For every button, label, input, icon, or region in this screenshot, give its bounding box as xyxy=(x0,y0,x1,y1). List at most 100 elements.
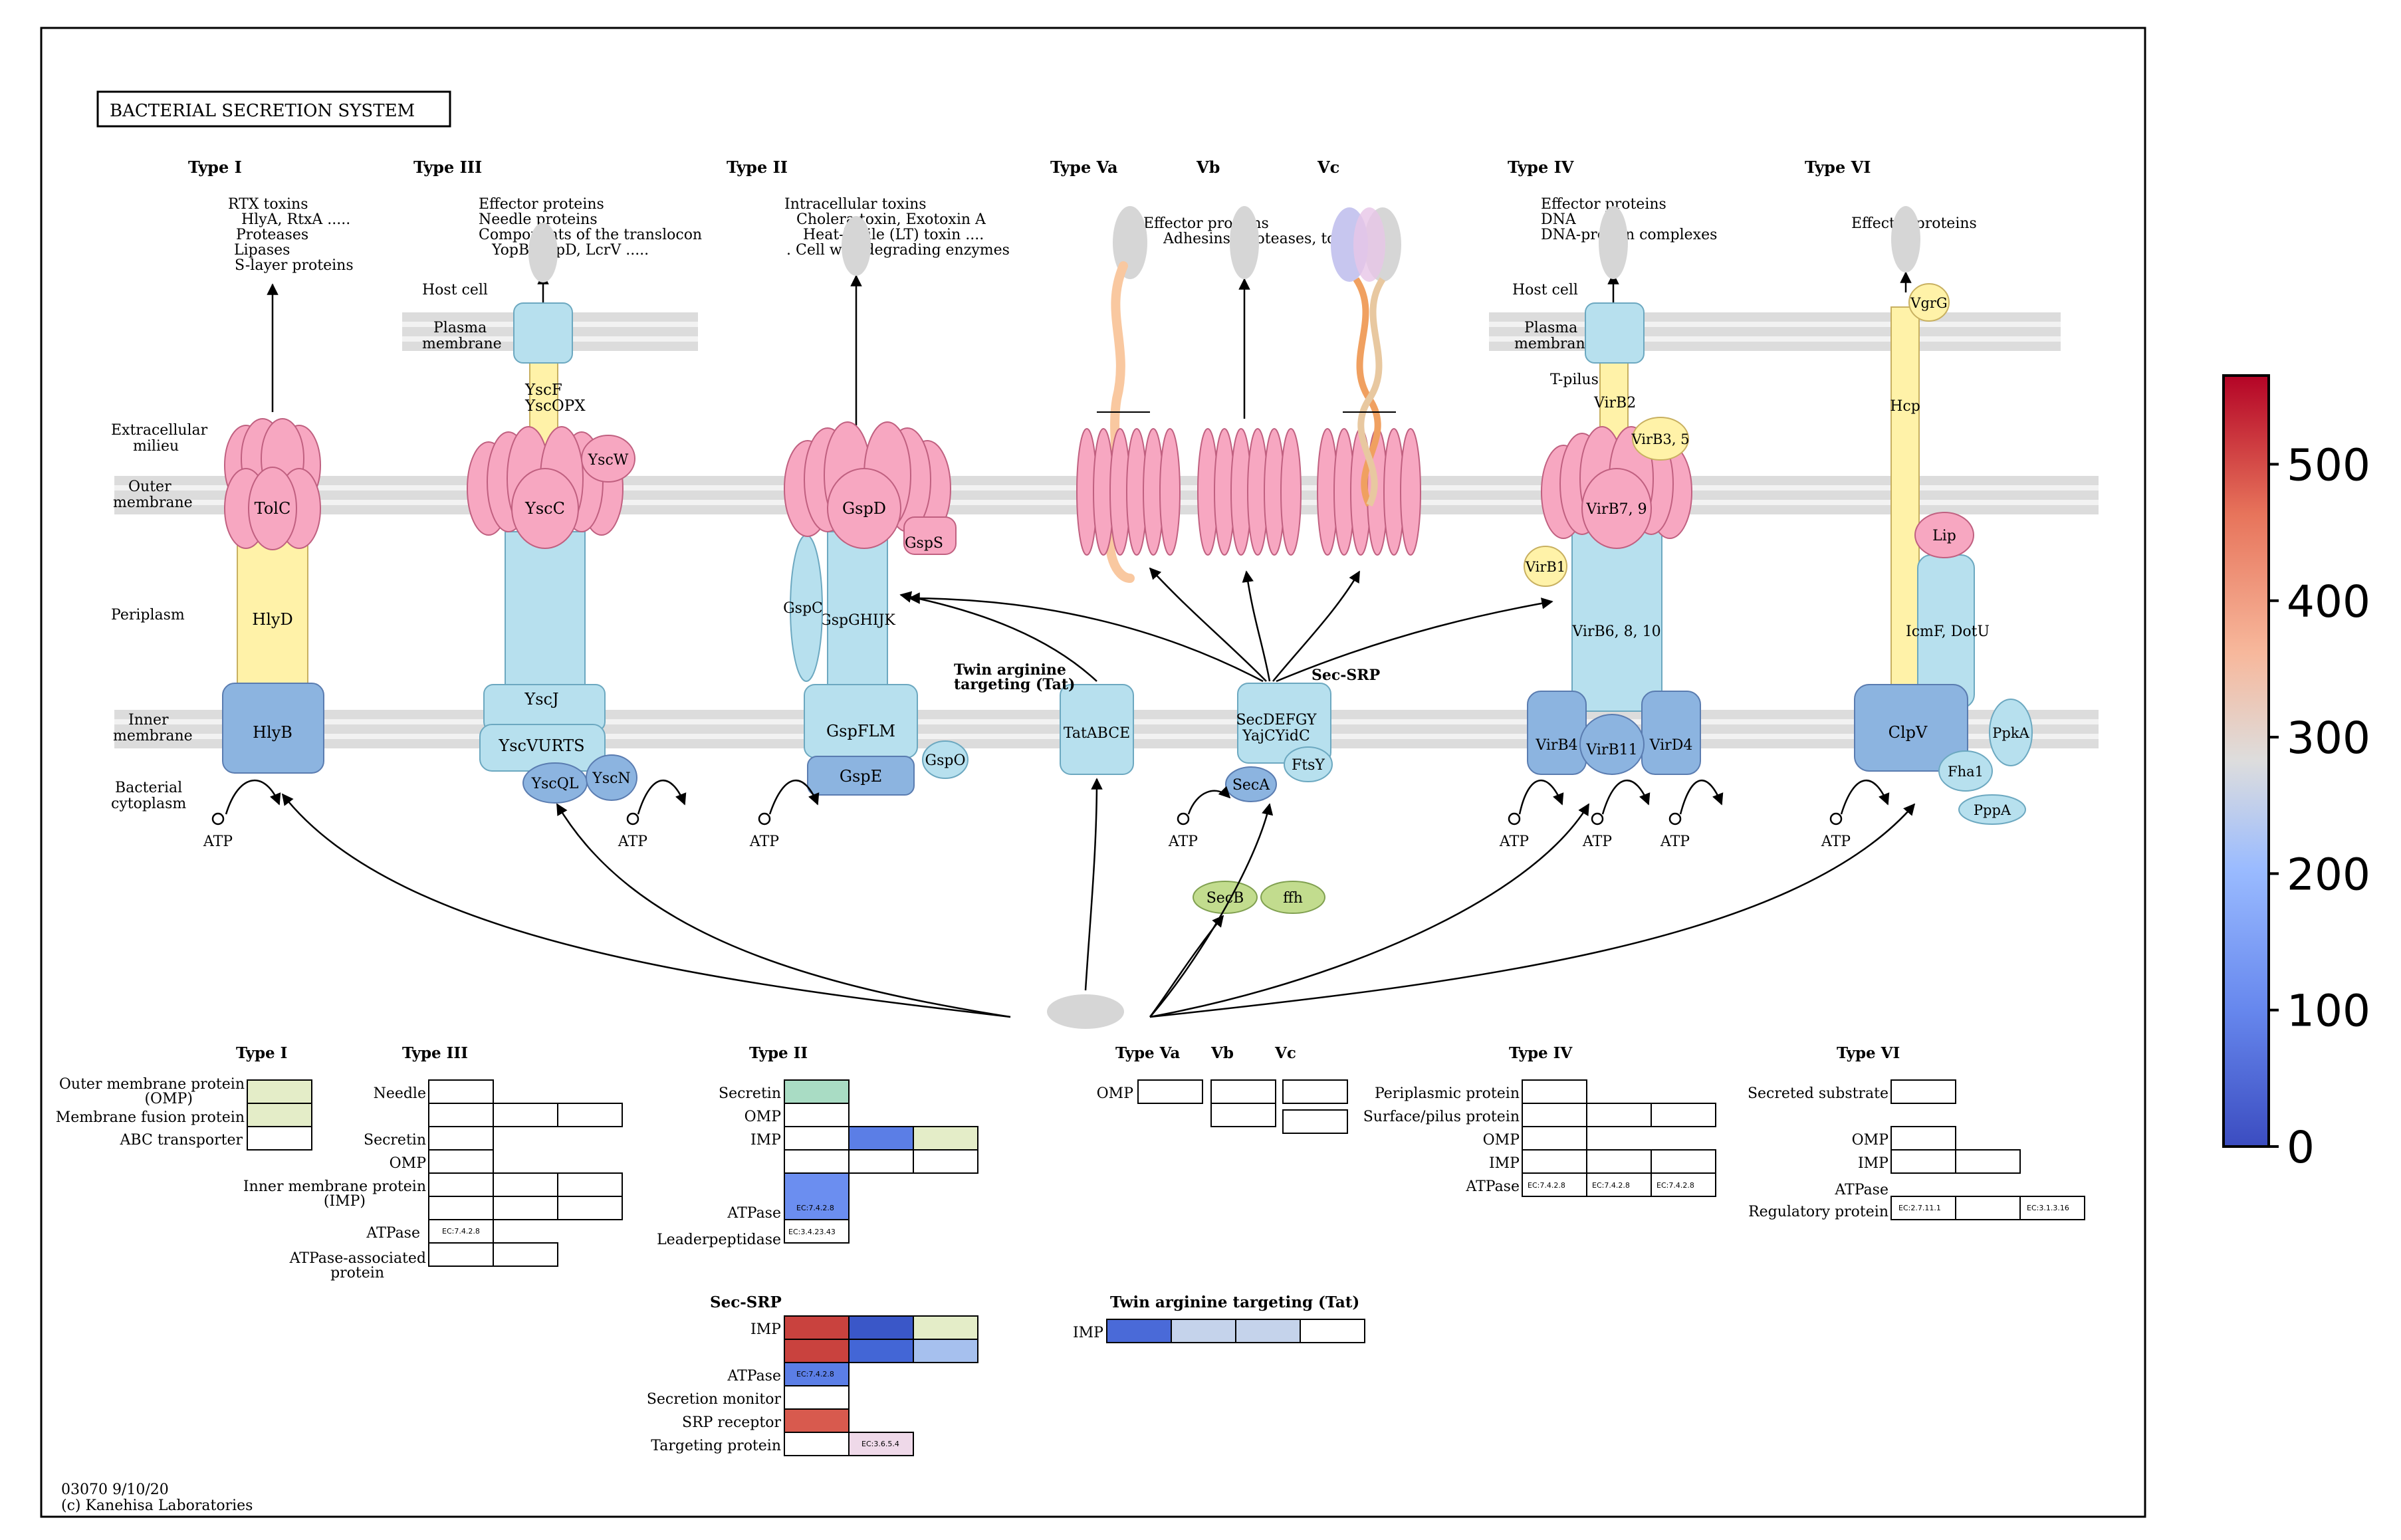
ec-number: EC:3.1.3.16 xyxy=(2027,1204,2069,1212)
routing-arrow xyxy=(1149,567,1267,682)
ec-number: EC:2.7.11.1 xyxy=(1898,1204,1941,1212)
tolc-protein[interactable] xyxy=(248,467,297,550)
protein-label: SecB xyxy=(1206,890,1244,907)
atp-arrow xyxy=(637,779,687,815)
table-heading: Sec-SRP xyxy=(710,1293,782,1311)
seca-protein[interactable] xyxy=(1225,766,1277,802)
secreted-text: Heat-labile (LT) toxin .... xyxy=(803,227,984,243)
protein-label: YscJ xyxy=(524,690,558,709)
plasma-membrane-label: membrane xyxy=(422,336,502,352)
ftsy-protein[interactable] xyxy=(1284,746,1333,782)
row-label: OMP xyxy=(1097,1085,1134,1102)
row-label: SRP receptor xyxy=(682,1414,781,1431)
atp-label: ATP xyxy=(203,833,233,850)
extracellular-label: milieu xyxy=(133,438,179,455)
tat-label: targeting (Tat) xyxy=(954,676,1075,693)
hcp-protein[interactable] xyxy=(1890,306,1920,693)
row-label: ATPase xyxy=(366,1225,420,1242)
translocon-protein[interactable] xyxy=(513,302,573,364)
protein-label: Lip xyxy=(1932,528,1956,544)
tatabce-protein[interactable] xyxy=(1060,684,1134,775)
atp-arrow xyxy=(1187,786,1231,815)
row-label: OMP xyxy=(744,1109,782,1125)
ppka-protein[interactable] xyxy=(1989,699,2033,766)
row-label: Outer membrane protein xyxy=(59,1076,245,1093)
pathway-id: 03070 9/10/20 xyxy=(61,1482,169,1498)
colorbar-tick-label: 400 xyxy=(2287,576,2370,627)
clpv-protein[interactable] xyxy=(1854,684,1968,772)
secreted-text: S-layer proteins xyxy=(235,257,354,274)
protein-label: VgrG xyxy=(1910,295,1947,311)
yscc-protein[interactable] xyxy=(511,468,579,549)
protein-label: SecA xyxy=(1232,777,1270,794)
gspd-protein[interactable] xyxy=(827,468,901,549)
type-heading: Type VI xyxy=(1805,158,1871,177)
plasma-membrane-label: membrane xyxy=(1514,336,1594,352)
effector-blob xyxy=(1599,206,1628,279)
ribosome-blob xyxy=(1047,994,1124,1029)
t4-host-protein[interactable] xyxy=(1585,302,1645,364)
protein-label: VirD4 xyxy=(1649,737,1693,754)
ysc-periplasm-protein[interactable] xyxy=(505,531,586,692)
gspflm-protein[interactable] xyxy=(804,684,918,758)
type-heading: Type Va xyxy=(1050,158,1118,177)
gsps-protein[interactable] xyxy=(903,516,957,555)
vgrg-protein[interactable] xyxy=(1908,283,1950,322)
type-heading: Type III xyxy=(413,158,482,177)
cytoplasm-label: Bacterial xyxy=(115,780,182,796)
secreted-text: Components of the translocon xyxy=(479,227,702,243)
secreted-text: Intracellular toxins xyxy=(784,196,927,213)
gspe-protein[interactable] xyxy=(807,756,915,796)
protein-label: ClpV xyxy=(1888,723,1928,742)
secreted-text: Cholera toxin, Exotoxin A xyxy=(796,211,986,228)
lip-protein[interactable] xyxy=(1914,512,1974,558)
pppa-protein[interactable] xyxy=(1958,794,2026,825)
virb1-protein[interactable] xyxy=(1524,546,1567,587)
protein-label: YscN xyxy=(592,770,630,787)
colorbar-tick-label: 0 xyxy=(2287,1122,2315,1173)
ffh-protein[interactable] xyxy=(1260,881,1325,914)
secb-protein[interactable] xyxy=(1193,881,1258,914)
gspo-protein[interactable] xyxy=(922,740,969,779)
sec-srp-label: Sec-SRP xyxy=(1312,667,1380,684)
routing-arrow xyxy=(1272,570,1361,682)
protein-label: GspC xyxy=(783,600,823,617)
effector-blob xyxy=(1891,206,1920,273)
row-label: Periplasmic protein xyxy=(1375,1085,1520,1102)
protein-label: YscC xyxy=(524,499,565,518)
protein-label: YscQL xyxy=(531,776,579,792)
routing-arrow xyxy=(1084,778,1103,991)
virb11-protein[interactable] xyxy=(1579,714,1645,775)
type-ii-system: GspGHIJK GspC GspD GspS GspFLM GspE GspO xyxy=(783,421,969,796)
virb6-protein[interactable] xyxy=(1571,531,1662,712)
secreted-text: Effector proteins xyxy=(479,196,604,213)
tat-system: TatABCE Twin arginine targeting (Tat) xyxy=(954,661,1134,775)
virb3-protein[interactable] xyxy=(1632,417,1689,461)
yscn-protein[interactable] xyxy=(586,754,637,801)
vird4-protein[interactable] xyxy=(1641,691,1701,775)
ec-number: EC:3.6.5.4 xyxy=(861,1440,899,1448)
gspghijk-protein[interactable] xyxy=(827,531,888,695)
fha1-protein[interactable] xyxy=(1938,750,1993,792)
row-label: Membrane fusion protein xyxy=(56,1109,245,1126)
protein-label: GspS xyxy=(905,535,943,552)
ec-number: EC:7.4.2.8 xyxy=(796,1370,834,1378)
secreted-text: Effector proteins xyxy=(1541,196,1666,213)
virb4-protein[interactable] xyxy=(1527,691,1587,775)
row-label: IMP xyxy=(750,1132,781,1149)
type-i-system: HlyD TolC HlyB xyxy=(222,418,324,774)
protein-label: PpkA xyxy=(1992,725,2029,741)
virb79-protein[interactable] xyxy=(1581,468,1652,549)
table-heading: Type Va xyxy=(1115,1044,1180,1062)
atp-arrow xyxy=(1518,779,1564,815)
protein-label: VirB2 xyxy=(1593,395,1636,411)
row-label: Needle xyxy=(374,1085,426,1102)
hlyb-protein[interactable] xyxy=(222,683,324,774)
title-box xyxy=(96,90,451,128)
yscw-protein[interactable] xyxy=(581,435,635,483)
secreted-text: Lipases xyxy=(234,242,290,259)
protein-label: VirB7, 9 xyxy=(1585,501,1647,518)
row-label: Surface/pilus protein xyxy=(1363,1109,1520,1125)
effector-blob xyxy=(1113,206,1147,279)
